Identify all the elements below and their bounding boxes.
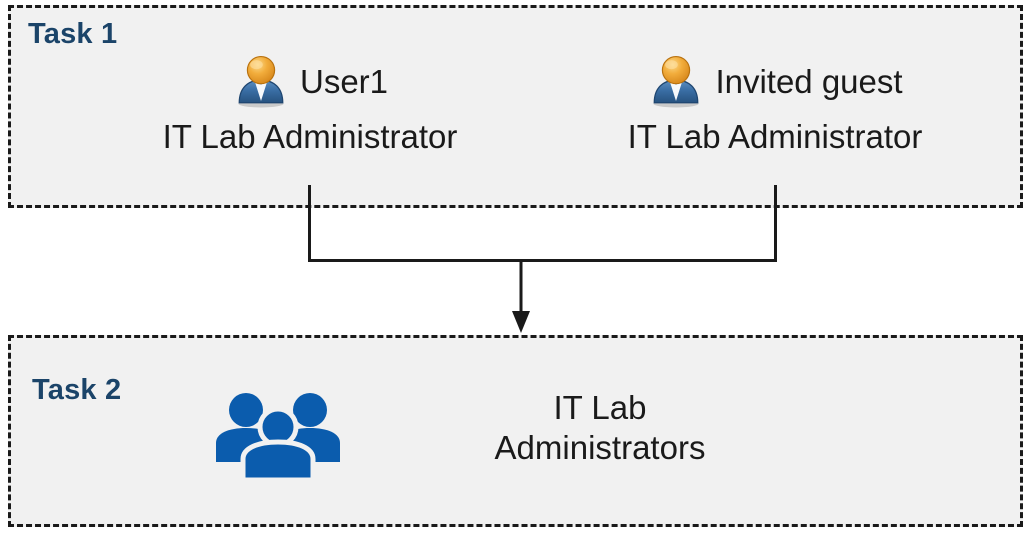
person-invited-guest-role: IT Lab Administrator <box>627 118 923 155</box>
user-icon <box>653 55 700 108</box>
person-user1: User1 IT Lab Administrator <box>120 52 500 153</box>
task-2-label: Task 2 <box>32 374 122 406</box>
person-user1-row: User1 <box>120 52 500 110</box>
person-user1-role: IT Lab Administrator <box>162 118 458 155</box>
arrow-head-icon <box>512 311 530 333</box>
group-of-people-icon <box>216 393 340 482</box>
group-name-line1: IT Lab <box>553 389 647 426</box>
person-invited-guest-row: Invited guest <box>585 52 965 110</box>
person-user1-name: User1 <box>299 62 389 100</box>
user-icon <box>238 55 284 108</box>
group-icon-wrapper <box>213 387 343 482</box>
group-name-line2: Administrators <box>494 429 706 467</box>
task-2-container <box>8 335 1023 527</box>
task-1-label: Task 1 <box>28 18 118 50</box>
group-name: IT Lab Administrators <box>400 388 800 469</box>
person-invited-guest-name: Invited guest <box>715 62 903 100</box>
task-1-container <box>8 5 1023 208</box>
person-invited-guest: Invited guest IT Lab Administrator <box>585 52 965 153</box>
